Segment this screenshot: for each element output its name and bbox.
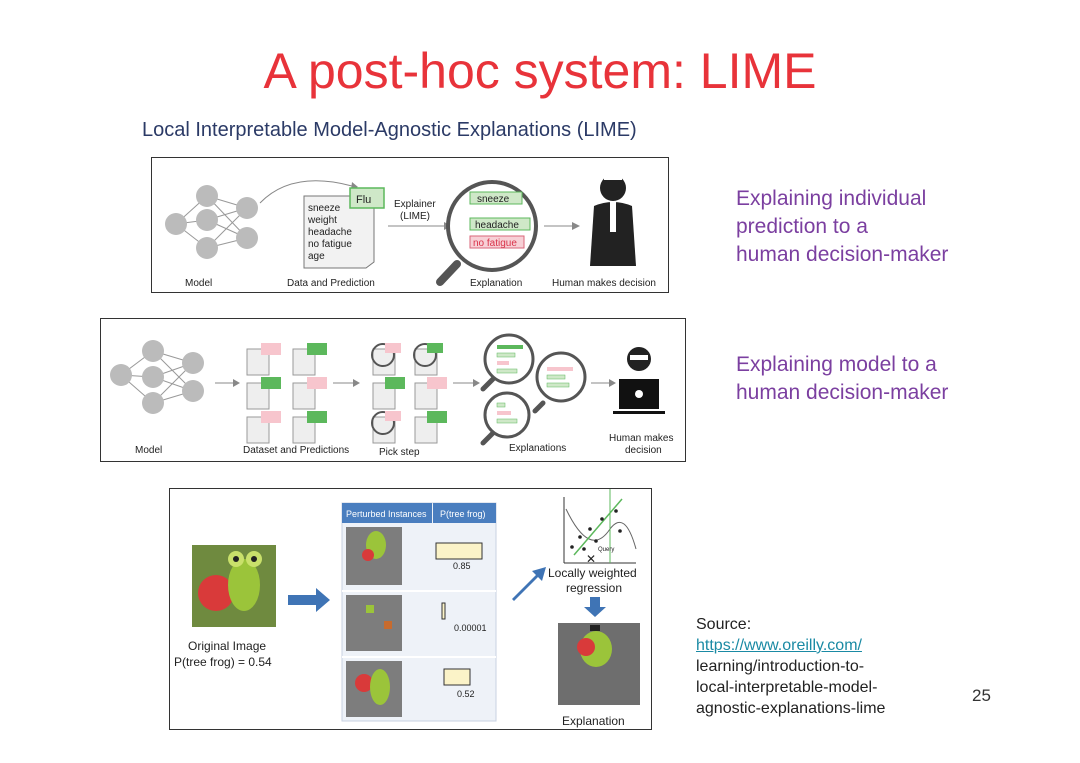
source-line: local-interpretable-model- (696, 679, 878, 696)
feature-label: age (308, 251, 325, 262)
query-marker: ✕ (586, 552, 596, 566)
caption: Pick step (379, 447, 420, 458)
caption: Model (135, 445, 162, 456)
side-text-line: prediction to a (736, 215, 868, 238)
source-label: Source: (696, 616, 752, 633)
source-line: agnostic-explanations-lime (696, 700, 886, 717)
data-document-icon: Flu sneeze weight headache no fatigue ag… (303, 187, 385, 269)
frog-image (192, 545, 276, 627)
regression-plot: ✕ (563, 489, 637, 566)
caption: Explanation (470, 278, 522, 289)
table-header: Perturbed Instances (346, 509, 427, 519)
side-text-line: Explaining individual (736, 187, 927, 210)
magnifier-icon (436, 180, 538, 286)
page-number: 25 (972, 686, 991, 705)
original-caption: Original Image (188, 639, 266, 653)
model-network-icon (110, 340, 204, 414)
figure-model-explanation: Model Dataset and Predictions Pick step … (100, 318, 686, 462)
feature-label: weight (307, 215, 337, 226)
explanation-item: sneeze (477, 194, 510, 205)
caption: Data and Prediction (287, 278, 375, 289)
side-text-line: human decision-maker (736, 381, 949, 404)
side-text-line: human decision-maker (736, 243, 949, 266)
source-line: learning/introduction-to- (696, 658, 865, 675)
query-label: Query (598, 547, 614, 553)
figure-individual-explanation: Flu sneeze weight headache no fatigue ag… (151, 157, 669, 293)
perturbed-table: Perturbed Instances P(tree frog) 0.85 0.… (341, 502, 497, 722)
source-link[interactable]: https://www.oreilly.com/ (696, 637, 862, 654)
caption: Human makes decision (552, 278, 656, 289)
regression-caption: Locally weighted (548, 566, 637, 580)
probability-value: 0.85 (453, 561, 471, 571)
caption: Model (185, 278, 212, 289)
doctor-icon (590, 175, 636, 266)
figure-image-example: Original Image P(tree frog) = 0.54 Pertu… (169, 488, 652, 730)
feature-label: sneeze (308, 203, 341, 214)
source-citation: Source: https://www.oreilly.com/ learnin… (696, 614, 885, 719)
caption: Dataset and Predictions (243, 445, 349, 456)
explanation-caption: Explanation (562, 714, 625, 728)
slide-title: A post-hoc system: LIME (263, 43, 817, 99)
arrow-right-icon (288, 588, 330, 612)
prediction-label: Flu (356, 194, 371, 206)
dataset-documents-icon (246, 343, 327, 444)
explainer-label: (LIME) (400, 211, 430, 222)
explanation-item: headache (475, 220, 519, 231)
probability-value: 0.00001 (454, 623, 487, 633)
explainer-label: Explainer (394, 199, 436, 210)
slide-subtitle: Local Interpretable Model-Agnostic Expla… (142, 119, 637, 141)
side-text-model: Explaining model to a human decision-mak… (736, 351, 1016, 407)
caption: Explanations (509, 443, 566, 454)
side-text-line: Explaining model to a (736, 353, 937, 376)
explanation-image (558, 623, 640, 705)
explanations-magnifiers-icon (480, 333, 587, 446)
caption: Human makes (609, 433, 673, 444)
explanation-item: no fatigue (473, 238, 517, 249)
probability-value: 0.52 (457, 689, 475, 699)
feature-label: headache (308, 227, 352, 238)
regression-caption: regression (566, 581, 622, 595)
human-laptop-icon (613, 347, 665, 414)
side-text-individual: Explaining individual prediction to a hu… (736, 185, 1016, 269)
original-probability: P(tree frog) = 0.54 (174, 655, 272, 669)
arrow-down-icon (584, 597, 606, 617)
pick-step-icon (371, 343, 447, 444)
arrow-up-right-icon (512, 567, 546, 601)
feature-label: no fatigue (308, 239, 352, 250)
caption: decision (625, 445, 662, 456)
model-network-icon (165, 185, 258, 259)
table-header: P(tree frog) (440, 509, 486, 519)
